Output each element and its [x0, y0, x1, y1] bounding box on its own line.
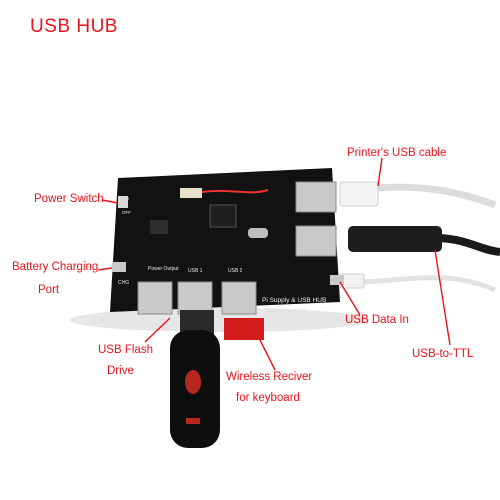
inductor-component — [150, 220, 168, 234]
silk-chg: CHG — [118, 280, 129, 286]
silk-off: OFF — [122, 210, 131, 215]
usb-port-bottom-1 — [137, 281, 173, 315]
label-usb-flash: USB Flash — [98, 344, 153, 356]
wireless-receiver-dongle — [224, 318, 264, 340]
usb-flash-drive — [170, 310, 220, 448]
annotation-arrows — [97, 157, 451, 371]
pcb-board — [110, 168, 340, 312]
label-usb-to-ttl: USB-to-TTL — [412, 348, 474, 360]
usb-ttl-plug — [348, 226, 442, 252]
usb-port-right-bottom — [295, 225, 337, 257]
connector-component — [180, 188, 202, 198]
label-usb-flash-drive: Drive — [107, 365, 134, 377]
silk-power-output: Power Output — [148, 266, 179, 272]
silk-usb1: USB 1 — [188, 268, 203, 274]
chip-component — [209, 204, 237, 228]
printer-usb-cable — [374, 183, 497, 209]
power-switch — [118, 196, 128, 208]
usb-data-in-port — [330, 275, 344, 285]
usb-data-in-cable — [359, 275, 497, 293]
label-power-switch: Power Switch — [34, 193, 104, 205]
label-for-keyboard: for keyboard — [236, 392, 300, 404]
label-usb-data-in: USB Data In — [345, 314, 409, 326]
usb-port-right-top — [295, 181, 337, 213]
red-wire — [201, 189, 269, 194]
battery-charging-port — [112, 262, 126, 272]
label-battery-charging-port: Port — [38, 284, 60, 296]
silk-date: 2016-12-09 V1.03 — [266, 308, 306, 314]
silk-brand: Pi Supply & USB HUB — [262, 297, 326, 304]
label-printer-usb-cable: Printer's USB cable — [347, 147, 447, 159]
label-battery-charging: Battery Charging — [12, 261, 99, 273]
printer-usb-plug — [339, 181, 379, 207]
usb-ttl-cable — [439, 234, 500, 256]
page-title: USB HUB — [30, 16, 118, 37]
usb-port-bottom-2 — [177, 281, 213, 315]
silk-usb2: USB 2 — [228, 268, 243, 274]
label-wireless-receiver: Wireless Reciver — [226, 371, 313, 383]
crystal-component — [248, 228, 268, 238]
usb-port-bottom-3 — [221, 281, 257, 315]
